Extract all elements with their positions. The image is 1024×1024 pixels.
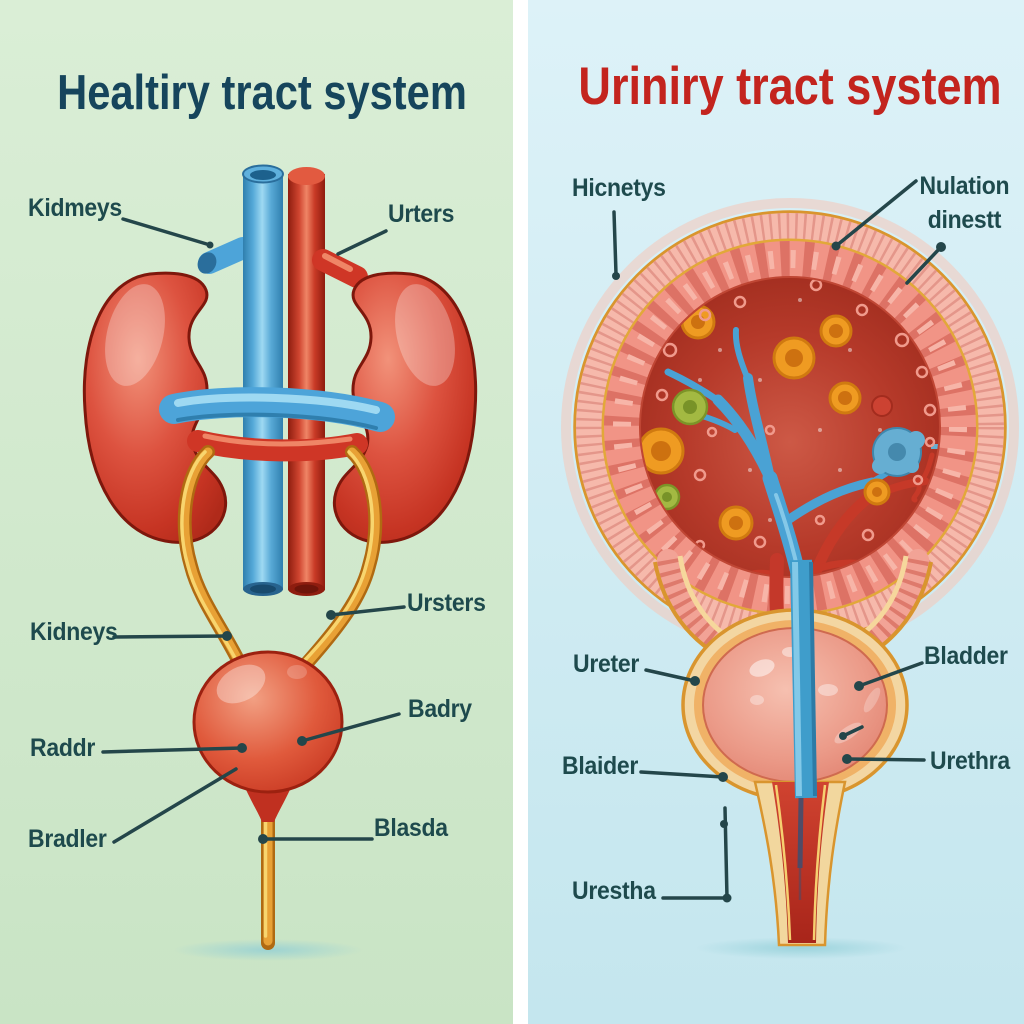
green-cell [653, 388, 709, 511]
renal-veins [159, 387, 395, 432]
label-raddr: Raddr [30, 734, 96, 762]
blue-cell-cluster [872, 427, 939, 477]
leader-urestha [661, 806, 732, 903]
healthy-tract-illustration [82, 164, 478, 961]
leader-nulation-a [831, 179, 918, 251]
label-urters: Urters [388, 200, 455, 228]
label-blaider: Blaider [562, 752, 639, 780]
bladder-left [192, 650, 344, 822]
leader-badry [297, 712, 401, 746]
ground-shadow-right [696, 937, 906, 959]
leader-blaider [639, 770, 728, 782]
right-panel-title: Uriniry tract system [578, 57, 1002, 116]
leader-lines [101, 179, 946, 903]
small-rings [655, 278, 937, 551]
bladder-cross-section-ring [561, 198, 1019, 656]
leader-nulation-b [905, 242, 946, 285]
label-blasda: Blasda [374, 814, 448, 842]
panel-divider [513, 0, 528, 1024]
leader-urethra [839, 725, 926, 764]
leader-urters [336, 229, 388, 256]
label-bradler: Bradler [28, 825, 107, 853]
label-kidneys: Kidneys [30, 618, 118, 646]
leader-kidmeys [121, 217, 214, 249]
bacteria-cells [641, 278, 939, 551]
label-urestha: Urestha [572, 877, 656, 905]
renal-arteries [187, 430, 368, 462]
label-nulation-line1: Nulation [919, 172, 1010, 200]
label-badry: Badry [408, 695, 472, 723]
label-urethra: Urethra [930, 747, 1010, 775]
leader-bradler [112, 767, 238, 844]
leader-blasda [258, 834, 374, 844]
label-ureter: Ureter [573, 650, 640, 678]
label-ursters: Ursters [407, 589, 486, 617]
aorta-vessel [288, 167, 368, 596]
tiny-dots [698, 298, 882, 522]
catheter-tube [790, 559, 817, 900]
red-cell [871, 395, 893, 417]
leader-hicnetys [612, 210, 620, 280]
orange-cell [641, 304, 891, 541]
ureter-left [177, 445, 245, 667]
leader-raddr [101, 743, 247, 754]
label-kidmeys: Kidmeys [28, 194, 122, 222]
vena-cava-vessel [197, 164, 284, 596]
label-nulation-line2: dinestt [927, 206, 1002, 234]
left-panel-title: Healtiry tract system [57, 66, 467, 120]
label-bladder: Bladder [924, 642, 1008, 670]
leader-bladder [854, 661, 924, 691]
infected-tract-illustration [561, 198, 1019, 959]
leader-ureter [644, 668, 700, 686]
ureter-right [300, 445, 383, 670]
label-nulation-dinestt: Nulation dinestt [912, 169, 1017, 237]
leader-ursters [326, 605, 406, 620]
label-hicnetys: Hicnetys [572, 174, 666, 202]
leader-kidneys [112, 631, 232, 641]
